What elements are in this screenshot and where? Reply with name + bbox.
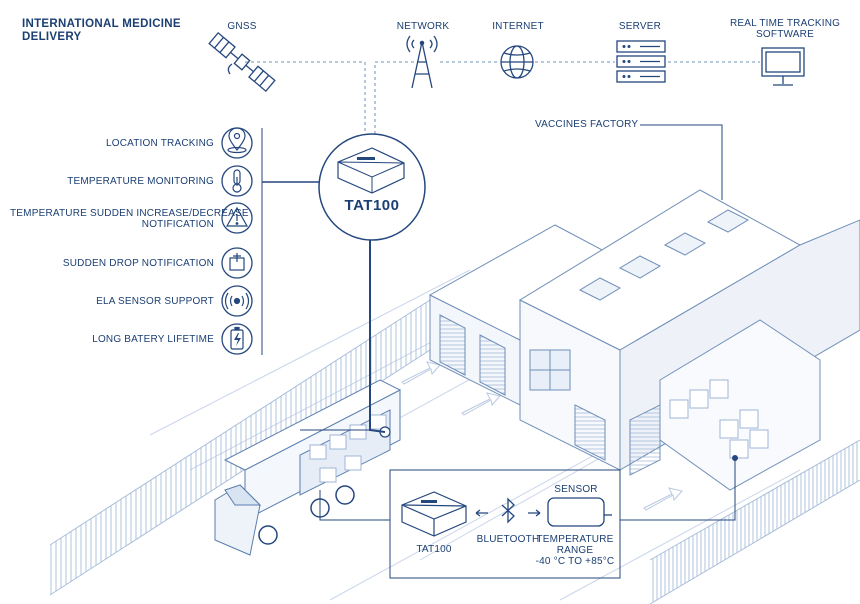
warning-icon	[225, 206, 249, 227]
page-title-line-1: INTERNATIONAL MEDICINE	[22, 18, 181, 30]
factory-label: VACCINES FACTORY	[535, 119, 639, 130]
factory-label-leader	[640, 124, 723, 200]
tracking-software-line-2: SOFTWARE	[756, 29, 814, 40]
feature-label-temperature-notification: TEMPERATURE SUDDEN INCREASE/DECREASE NOT…	[10, 208, 249, 230]
device-tat100-image	[337, 147, 405, 194]
factory-sensor-connector	[620, 458, 736, 521]
network-tower-icon	[406, 35, 438, 89]
temperature-range-label: TEMPERATURE RANGE -40 °C TO +85°C	[532, 534, 618, 567]
road-arrows	[401, 361, 683, 511]
feature-label-temperature-notification-line-1: TEMPERATURE SUDDEN INCREASE/DECREASE	[10, 208, 249, 219]
temperature-range-value: -40 °C TO +85°C	[535, 556, 615, 567]
network-label: NETWORK	[396, 21, 450, 32]
wireless-signal-icon	[224, 292, 250, 310]
temperature-range-line-2: RANGE	[556, 545, 594, 556]
page-title: INTERNATIONAL MEDICINE DELIVERY	[22, 18, 181, 44]
feature-label-location-tracking: LOCATION TRACKING	[105, 138, 214, 149]
drop-box-icon	[229, 253, 245, 271]
battery-icon	[230, 326, 244, 350]
device-label: TAT100	[344, 197, 400, 214]
sensor-box-frame	[319, 469, 621, 579]
bluetooth-icon	[475, 497, 541, 524]
temperature-sensor-image	[547, 497, 612, 527]
network-links	[245, 61, 760, 140]
feature-label-temperature-notification-line-2: NOTIFICATION	[141, 219, 214, 230]
factory-building	[428, 189, 860, 491]
sensor-label: SENSOR	[554, 484, 598, 495]
feature-label-temperature-monitoring: TEMPERATURE MONITORING	[67, 176, 214, 187]
satellite-icon	[208, 31, 276, 93]
location-icon	[227, 127, 247, 154]
feature-icon-circles	[221, 127, 253, 355]
bluetooth-label: BLUETOOTH	[476, 534, 540, 545]
server-icon	[616, 40, 666, 83]
tracking-software-label: REAL TIME TRACKING SOFTWARE	[730, 18, 840, 40]
feature-label-sudden-drop: SUDDEN DROP NOTIFICATION	[62, 258, 214, 269]
tracking-software-line-1: REAL TIME TRACKING	[730, 18, 841, 29]
globe-icon	[500, 45, 534, 79]
monitor-icon	[761, 47, 805, 86]
tat100-device-small	[401, 491, 467, 537]
temperature-range-line-1: TEMPERATURE	[536, 534, 614, 545]
feature-label-battery: LONG BATERY LIFETIME	[92, 334, 214, 345]
internet-label: INTERNET	[492, 21, 544, 32]
thermometer-icon	[232, 169, 242, 193]
sensor-box-device-label: TAT100	[416, 544, 452, 555]
server-label: SERVER	[618, 21, 662, 32]
truck	[214, 379, 402, 556]
gnss-label: GNSS	[227, 21, 257, 32]
page-title-line-2: DELIVERY	[22, 31, 82, 43]
fence-right	[649, 439, 860, 604]
feature-label-ela-sensor: ELA SENSOR SUPPORT	[96, 296, 214, 307]
